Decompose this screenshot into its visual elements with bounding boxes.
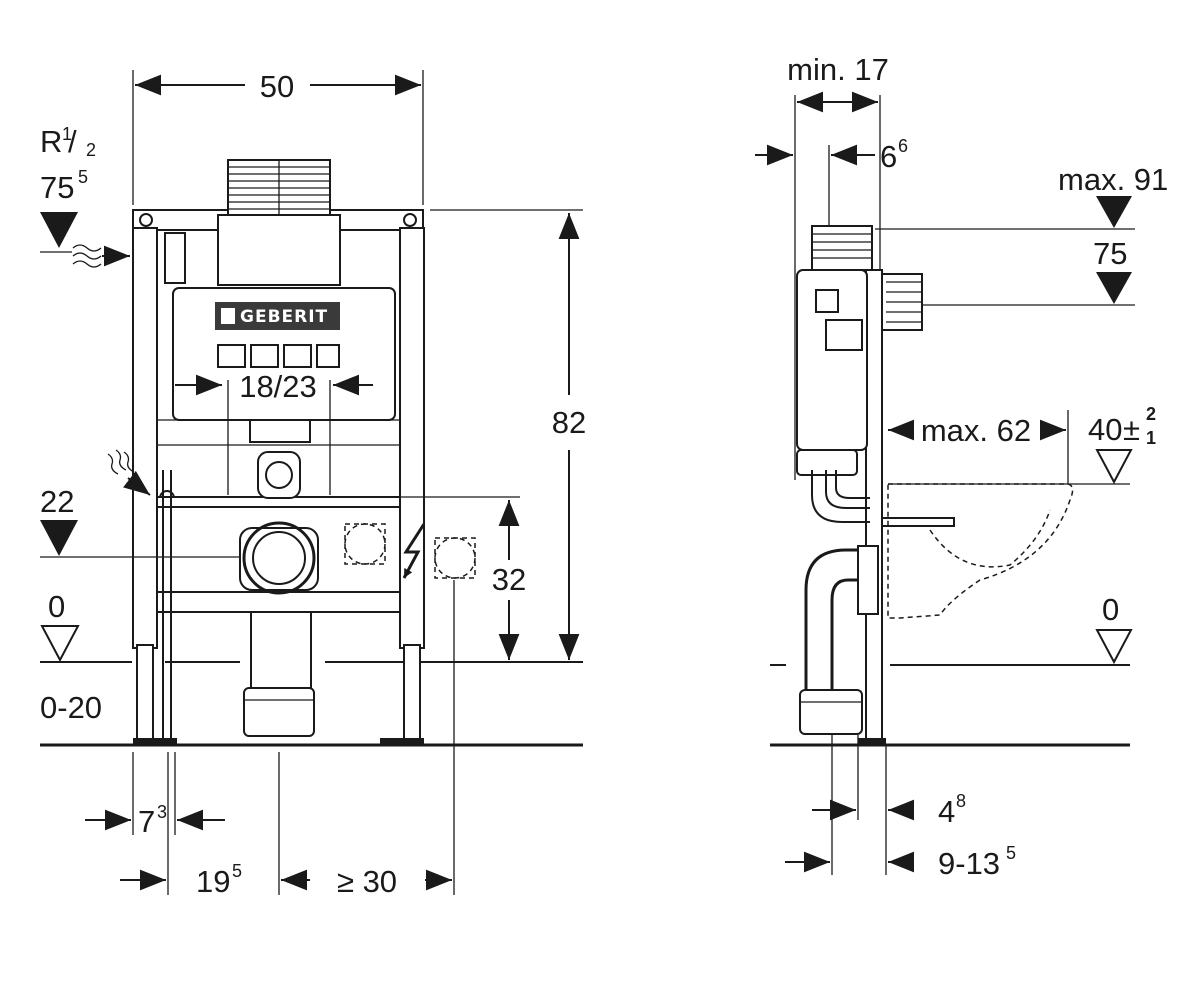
frame (132, 209, 425, 745)
level-marker-filled (40, 212, 78, 248)
waste-socket-inner (252, 531, 306, 585)
frame-bolt (403, 213, 417, 227)
flush-button (283, 344, 312, 368)
frame-bottom-rail (156, 591, 401, 613)
svg-text:6: 6 (898, 136, 908, 156)
cistern-valve (825, 319, 863, 351)
front-view: GEBERIT (40, 69, 586, 899)
supply-pipe (159, 470, 175, 745)
dim-leg-offset: 7 3 (138, 802, 167, 839)
level-marker-outline (1095, 449, 1133, 485)
supply-thread-label: R 1 / 2 (40, 124, 96, 160)
frame-left-leg (136, 644, 154, 741)
svg-text:5: 5 (1006, 843, 1016, 863)
svg-text:6: 6 (880, 139, 897, 174)
brand-logo-mark (221, 308, 235, 324)
cistern-side-block (164, 232, 186, 284)
svg-text:1: 1 (1146, 428, 1156, 448)
flush-button (316, 344, 340, 368)
wc-bowl-outline (887, 483, 1074, 619)
flush-bend (257, 451, 301, 499)
flush-button (250, 344, 279, 368)
dim-min-depth: min. 17 (787, 52, 889, 87)
level-marker-outline (40, 625, 80, 663)
dim-bowl-projection: max. 62 (921, 413, 1031, 448)
water-inlet-icon (72, 244, 102, 268)
waste-pipe (250, 611, 312, 691)
electrical-socket (344, 523, 386, 565)
dim-socket-spacing: ≥ 30 (337, 864, 397, 899)
waste-socket-outer (242, 521, 316, 595)
flush-button (217, 344, 246, 368)
svg-text:/: / (68, 124, 77, 159)
cistern-side (796, 225, 923, 476)
svg-text:7: 7 (138, 804, 155, 839)
frame-bolt (139, 213, 153, 227)
flush-pipe-bend (811, 470, 870, 523)
waste-pipe-end (799, 689, 863, 735)
electrical-socket (434, 537, 476, 579)
supply-height-label: 75 5 (40, 167, 88, 205)
dim-actuator-size: 18/23 (239, 369, 317, 404)
level-marker-filled (40, 520, 78, 556)
dim-pipe-offset: 19 5 (196, 861, 242, 899)
pan-connector (881, 517, 955, 527)
svg-text:±: ± (1123, 412, 1140, 447)
level-marker-filled (1096, 196, 1132, 228)
frame-left-post (132, 227, 158, 649)
svg-text:5: 5 (232, 861, 242, 881)
dim-outlet-height: 22 (40, 484, 74, 519)
svg-text:4: 4 (938, 794, 955, 829)
svg-text:75: 75 (40, 170, 74, 205)
cistern-body (217, 214, 341, 286)
svg-text:R: R (40, 124, 62, 159)
frame-right-foot (380, 738, 424, 745)
floor-level-label: 0 (1102, 592, 1119, 627)
svg-text:1: 1 (62, 124, 72, 144)
frame-right-leg (403, 644, 421, 741)
svg-text:3: 3 (157, 802, 167, 822)
dim-width: 50 (260, 69, 294, 104)
dim-depth-offset: 6 6 (880, 136, 908, 174)
svg-text:19: 19 (196, 864, 230, 899)
side-view: min. 17 6 6 max. 91 75 max. 62 40 ± 2 1 … (755, 52, 1168, 881)
waste-pipe-assembly (239, 451, 319, 737)
lightning-icon (402, 523, 426, 579)
cistern-valve (815, 289, 839, 313)
dim-adjust-range: 0-20 (40, 690, 102, 725)
svg-text:8: 8 (956, 791, 966, 811)
cistern-body (796, 269, 868, 451)
svg-text:2: 2 (1146, 404, 1156, 424)
flush-bend-ring (265, 461, 293, 489)
dim-socket-height: 32 (492, 562, 526, 597)
svg-text:40: 40 (1088, 412, 1122, 447)
dim-top-level: 75 (1093, 236, 1127, 271)
frame-left-foot (133, 738, 177, 745)
dim-wall-range: 9-13 5 (938, 843, 1016, 881)
brand-label: GEBERIT (240, 307, 328, 327)
cistern-grille (228, 160, 330, 215)
level-marker-outline (1095, 629, 1133, 665)
frame-side-post (865, 269, 883, 741)
svg-text:2: 2 (86, 140, 96, 160)
dim-max-top: max. 91 (1058, 162, 1168, 197)
flush-pipe (249, 419, 311, 443)
water-inlet-icon (107, 449, 135, 475)
dim-pipe-gap: 4 8 (938, 791, 966, 829)
svg-text:5: 5 (78, 167, 88, 187)
dim-bowl-height: 40 ± 2 1 (1088, 404, 1156, 448)
brand-badge (215, 302, 340, 330)
waste-pipe-end (243, 687, 315, 737)
floor-level-label: 0 (48, 589, 65, 624)
level-marker-filled (1096, 272, 1132, 304)
svg-text:9-13: 9-13 (938, 846, 1000, 881)
frame-right-post (399, 227, 425, 649)
waste-bend (799, 545, 879, 735)
cistern-top-inlet (811, 225, 873, 271)
frame-side-foot (858, 738, 886, 745)
dim-total-height: 82 (552, 405, 586, 440)
